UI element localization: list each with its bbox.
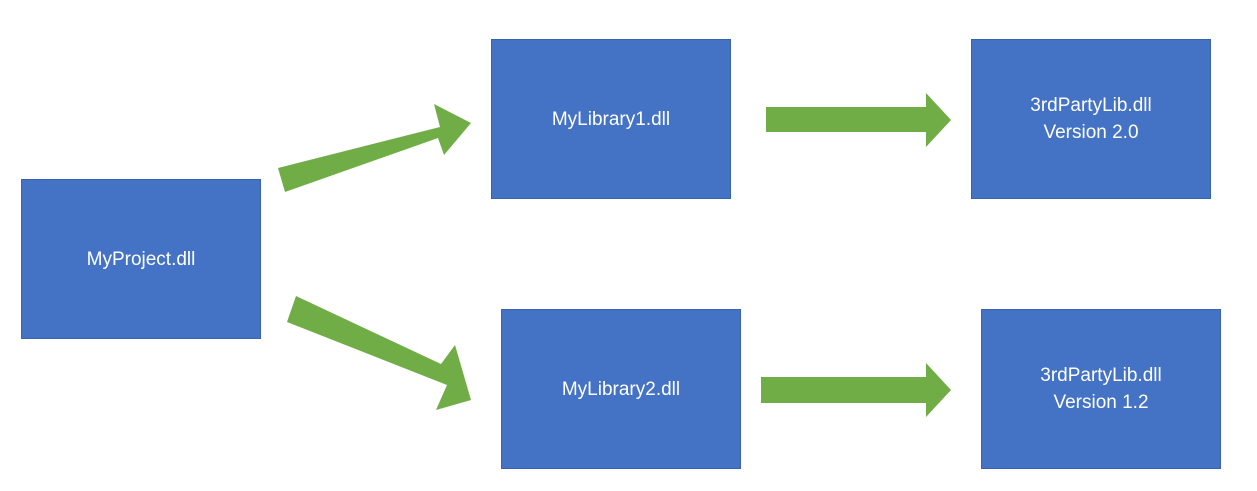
arrow-mylibrary2-to-3rdparty-v12 [761,363,951,417]
node-label: MyLibrary1.dll [551,108,671,130]
node-label: MyProject.dll [86,248,196,270]
node-label: MyLibrary2.dll [561,378,681,400]
node-mylibrary1-dll[interactable]: MyLibrary1.dll [491,39,731,199]
node-3rdpartylib-v12[interactable]: 3rdPartyLib.dll Version 1.2 [981,309,1221,469]
arrow-myproject-to-mylibrary1 [278,104,471,192]
node-version-label: Version 1.2 [1053,392,1149,413]
node-version-label: Version 2.0 [1043,122,1139,143]
node-label: 3rdPartyLib.dll [1030,95,1152,116]
node-3rdpartylib-v2[interactable]: 3rdPartyLib.dll Version 2.0 [971,39,1211,199]
arrow-mylibrary1-to-3rdparty-v2 [766,93,951,147]
node-label: 3rdPartyLib.dll [1040,365,1162,386]
node-mylibrary2-dll[interactable]: MyLibrary2.dll [501,309,741,469]
arrow-myproject-to-mylibrary2 [287,296,471,410]
node-myproject-dll[interactable]: MyProject.dll [21,179,261,339]
